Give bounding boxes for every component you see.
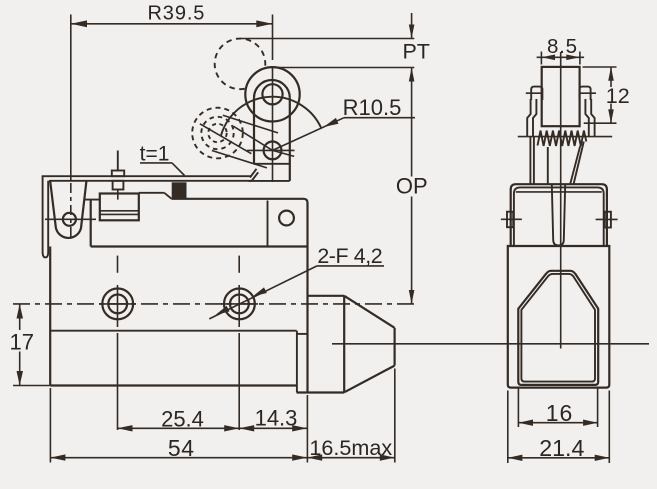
svg-text:PT: PT [402, 39, 429, 63]
svg-text:R39.5: R39.5 [147, 2, 205, 24]
svg-text:21.4: 21.4 [539, 435, 584, 461]
svg-text:t=1: t=1 [140, 142, 170, 165]
svg-text:8.5: 8.5 [547, 35, 578, 58]
svg-text:2-F 4,2: 2-F 4,2 [317, 244, 382, 268]
svg-text:16.5max: 16.5max [309, 435, 392, 460]
svg-text:54: 54 [168, 435, 195, 461]
svg-text:16: 16 [546, 400, 574, 426]
svg-text:12: 12 [606, 84, 630, 108]
svg-text:17: 17 [10, 330, 34, 355]
svg-text:25.4: 25.4 [161, 406, 204, 431]
svg-text:R10.5: R10.5 [343, 95, 402, 120]
svg-text:14.3: 14.3 [255, 406, 298, 431]
svg-text:OP: OP [396, 174, 428, 199]
